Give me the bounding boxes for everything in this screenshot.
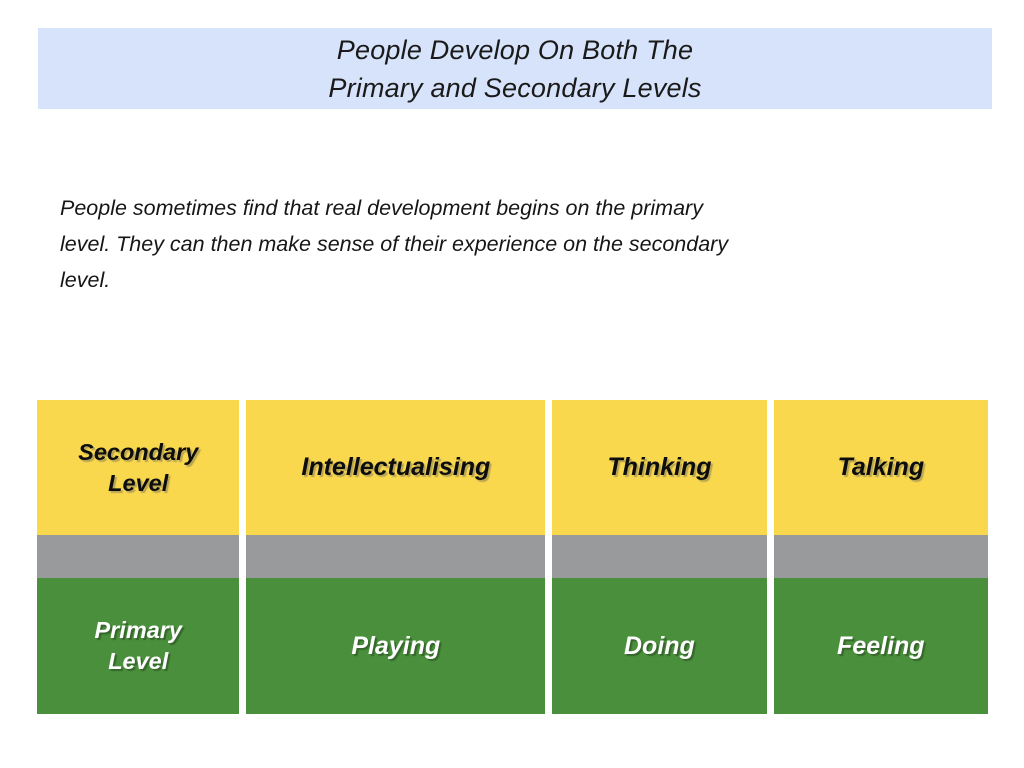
cell-primary-playing: Playing <box>246 578 546 714</box>
slide-title-line-2: Primary and Secondary Levels <box>328 72 702 103</box>
divider-cell-1 <box>246 535 546 578</box>
body-text-line-3: level. <box>60 268 111 292</box>
slide-title-banner: People Develop On Both The Primary and S… <box>38 28 992 109</box>
cell-primary-feeling: Feeling <box>773 578 988 714</box>
divider-cell-2 <box>552 535 767 578</box>
cell-secondary-intellectualising: Intellectualising <box>246 400 546 535</box>
cell-primary-doing: Doing <box>552 578 767 714</box>
slide-body-text: People sometimes find that real developm… <box>60 190 990 298</box>
cell-secondary-thinking-label: Thinking <box>607 453 712 481</box>
matrix-row-divider <box>37 535 988 578</box>
cell-secondary-thinking: Thinking <box>552 400 767 535</box>
matrix-row-primary: Primary Level Playing Doing Feeling <box>37 578 988 714</box>
cell-secondary-level-header: Secondary Level <box>37 400 240 535</box>
divider-cell-3 <box>773 535 988 578</box>
matrix-row-secondary: Secondary Level Intellectualising Thinki… <box>37 400 988 535</box>
body-text-line-1: People sometimes find that real developm… <box>60 196 703 220</box>
cell-secondary-talking-label: Talking <box>837 453 925 481</box>
cell-secondary-talking: Talking <box>773 400 988 535</box>
cell-primary-feeling-label: Feeling <box>837 631 925 660</box>
cell-primary-doing-label: Doing <box>624 631 695 660</box>
body-text-line-2: level. They can then make sense of their… <box>60 232 729 256</box>
divider-cell-header <box>37 535 240 578</box>
cell-primary-level-header: Primary Level <box>37 578 240 714</box>
cell-primary-level-header-label: Primary Level <box>94 617 182 674</box>
cell-secondary-level-header-label: Secondary Level <box>78 438 199 496</box>
levels-matrix: Secondary Level Intellectualising Thinki… <box>37 400 988 714</box>
slide-title-line-1: People Develop On Both The <box>336 34 694 65</box>
cell-primary-playing-label: Playing <box>351 631 441 660</box>
cell-secondary-intellectualising-label: Intellectualising <box>301 453 491 481</box>
